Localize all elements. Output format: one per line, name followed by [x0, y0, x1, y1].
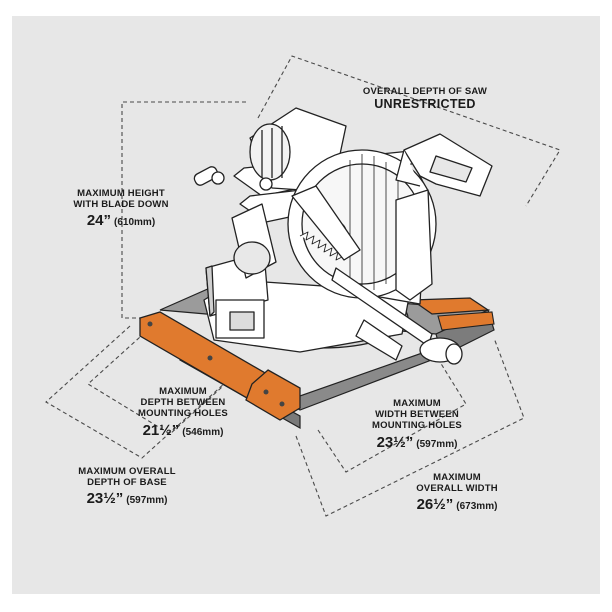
- imperial-value: 23½”: [376, 433, 414, 451]
- mounting-hole: [279, 401, 285, 407]
- miter-saw: [193, 107, 493, 365]
- callout-label: WIDTH BETWEEN: [375, 409, 459, 421]
- callout-value: 23½”(597mm): [352, 434, 482, 453]
- callout-label: DEPTH OF BASE: [87, 477, 167, 489]
- front-orange-arm: [245, 369, 301, 421]
- callout-overall-width: MAXIMUM OVERALL WIDTH 26½”(673mm): [392, 472, 522, 515]
- mounting-hole: [207, 355, 213, 361]
- guard-fins: [349, 154, 399, 292]
- callout-label: MAXIMUM: [393, 398, 441, 409]
- front-handle: [331, 267, 463, 365]
- callout-label: MAXIMUM: [433, 472, 481, 483]
- dim-overall-depth-saw: [257, 55, 561, 207]
- bevel-knob: [193, 166, 225, 186]
- callout-depth-between-holes: MAXIMUM DEPTH BETWEEN MOUNTING HOLES 21½…: [118, 386, 248, 440]
- left-clamp-inner: [229, 311, 255, 331]
- imperial-value: 24”: [86, 212, 112, 230]
- imperial-value: 21½”: [142, 421, 180, 439]
- callout-value: 24”(610mm): [56, 212, 186, 231]
- callout-label: MOUNTING HOLES: [138, 408, 228, 420]
- dim-overall-width: [295, 337, 525, 517]
- top-handle: [395, 133, 493, 197]
- rear-orange-tab: [437, 311, 495, 331]
- metric-value: (597mm): [416, 438, 458, 450]
- dimension-lines: [45, 55, 561, 517]
- callout-label: WITH BLADE DOWN: [73, 199, 169, 211]
- imperial-value: 26½”: [416, 496, 454, 514]
- dim-width-between-holes: [317, 361, 467, 473]
- dim-max-height: [121, 101, 246, 319]
- callout-label: OVERALL WIDTH: [416, 483, 498, 495]
- imperial-value: 23½”: [86, 490, 124, 508]
- right-housing: [395, 189, 433, 301]
- column-pivot: [233, 241, 271, 275]
- callout-label-emphasis: UNRESTRICTED: [374, 97, 476, 112]
- callout-max-height: MAXIMUM HEIGHT WITH BLADE DOWN 24”(610mm…: [56, 188, 186, 231]
- callout-width-between-holes: MAXIMUM WIDTH BETWEEN MOUNTING HOLES 23½…: [352, 398, 482, 452]
- arm-linkage: [291, 185, 361, 261]
- callout-depth-of-base: MAXIMUM OVERALL DEPTH OF BASE 23½”(597mm…: [62, 466, 192, 509]
- left-fence-side: [205, 265, 215, 317]
- metric-value: (610mm): [114, 217, 156, 229]
- mounting-hole: [147, 321, 153, 327]
- callout-label: MAXIMUM OVERALL: [78, 466, 176, 477]
- callout-label: DEPTH BETWEEN: [140, 397, 226, 409]
- callout-value: 23½”(597mm): [62, 490, 192, 509]
- metric-value: (546mm): [182, 426, 224, 438]
- callout-label: MOUNTING HOLES: [372, 420, 462, 432]
- callout-label: MAXIMUM: [159, 386, 207, 397]
- metric-value: (597mm): [126, 495, 168, 507]
- dim-depth-of-base: [45, 325, 227, 459]
- callout-label: OVERALL DEPTH OF SAW: [362, 86, 488, 97]
- mounting-hole: [263, 389, 269, 395]
- callout-overall-depth-saw: OVERALL DEPTH OF SAW UNRESTRICTED: [350, 86, 500, 112]
- callout-label: MAXIMUM HEIGHT: [77, 188, 165, 199]
- callout-value: 26½”(673mm): [392, 496, 522, 515]
- blade-teeth: [299, 231, 345, 261]
- metric-value: (673mm): [456, 501, 498, 513]
- callout-value: 21½”(546mm): [118, 422, 248, 441]
- right-orange-bar: [410, 297, 490, 315]
